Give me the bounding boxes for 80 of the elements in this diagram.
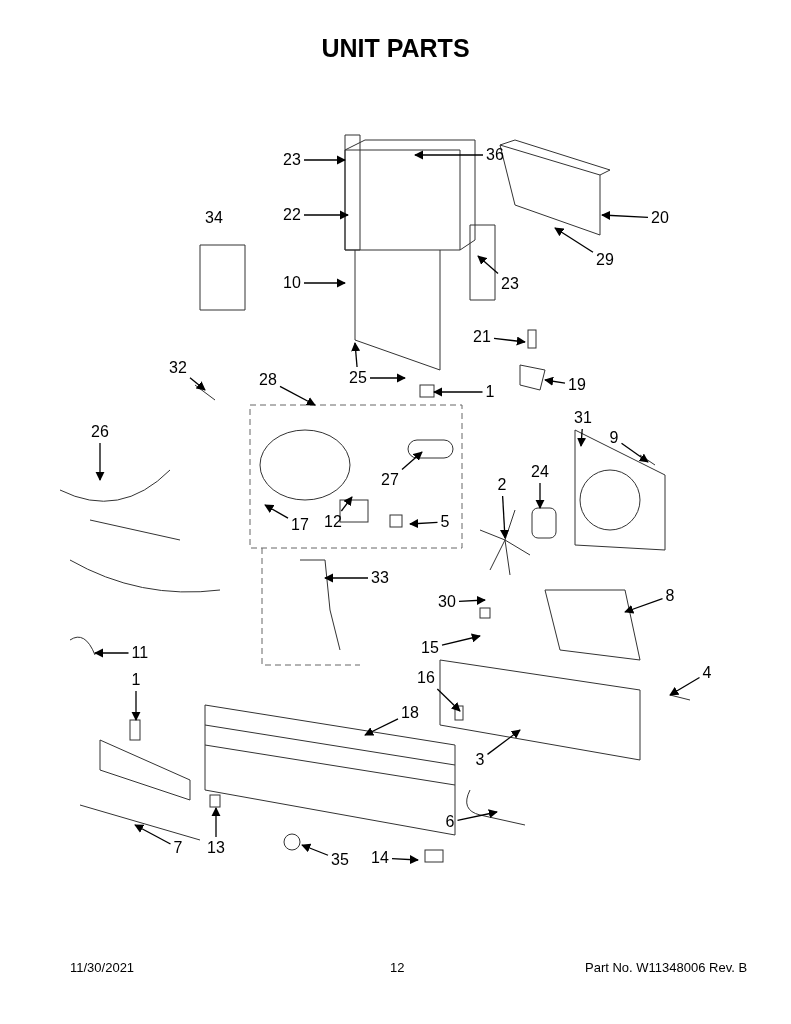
callout-number: 16	[417, 668, 435, 688]
callout-number: 14	[371, 848, 389, 868]
leader-arrow	[500, 495, 510, 539]
leader-arrow	[477, 255, 499, 275]
callout-number: 18	[401, 703, 419, 723]
callout-number: 32	[169, 358, 187, 378]
leader-arrow	[264, 504, 289, 519]
callout-number: 7	[173, 838, 183, 858]
leader-arrow	[669, 676, 701, 696]
callout-number: 9	[609, 428, 619, 448]
callout-number: 33	[371, 568, 389, 588]
leader-arrow	[95, 442, 105, 481]
callout-number: 5	[440, 512, 450, 532]
leader-arrow	[134, 824, 172, 845]
callout-number: 17	[291, 515, 309, 535]
leader-arrow	[211, 807, 221, 838]
callout-number: 29	[596, 250, 614, 270]
leader-arrow	[620, 442, 649, 463]
callout-number: 24	[531, 462, 549, 482]
page-number: 12	[390, 959, 405, 977]
leader-arrow	[279, 385, 316, 406]
leader-arrow	[409, 519, 439, 529]
callout-number: 21	[473, 327, 491, 347]
callout-number: 35	[331, 850, 349, 870]
leader-arrow	[486, 729, 521, 756]
callout-number: 34	[205, 208, 223, 228]
callout-number: 6	[445, 812, 455, 832]
leader-arrow	[131, 690, 141, 721]
callout-number: 1	[131, 670, 141, 690]
leader-arrow	[601, 210, 649, 220]
leader-arrow	[303, 278, 346, 288]
leader-arrow	[369, 373, 406, 383]
callout-number: 8	[665, 586, 675, 606]
callout-number: 31	[574, 408, 592, 428]
callout-number: 10	[283, 273, 301, 293]
callout-number: 19	[568, 375, 586, 395]
callout-number: 23	[501, 274, 519, 294]
callout-number: 22	[283, 205, 301, 225]
leader-arrow	[94, 648, 130, 658]
part-number: Part No. W11348006 Rev. B	[585, 959, 748, 977]
title: UNIT PARTS	[320, 33, 471, 64]
callout-number: 13	[207, 838, 225, 858]
leader-arrow	[441, 633, 481, 646]
leader-arrow	[436, 688, 461, 712]
leader-arrow	[554, 227, 594, 253]
callout-number: 12	[324, 512, 342, 532]
leader-arrow	[351, 342, 361, 368]
callout-number: 25	[349, 368, 367, 388]
leader-arrow	[303, 155, 346, 165]
callout-number: 11	[131, 643, 149, 663]
leader-arrow	[433, 387, 484, 397]
leader-arrow	[401, 451, 423, 471]
leader-arrow	[301, 843, 329, 856]
callout-number: 20	[651, 208, 669, 228]
leader-arrow	[364, 718, 399, 736]
leader-arrow	[324, 573, 369, 583]
leader-arrow	[414, 150, 484, 160]
leader-arrow	[456, 809, 498, 822]
callout-number: 23	[283, 150, 301, 170]
leader-arrow	[624, 598, 664, 614]
leader-arrow	[544, 376, 566, 386]
callout-number: 1	[485, 382, 495, 402]
callout-number: 30	[438, 592, 456, 612]
callout-number: 3	[475, 750, 485, 770]
callout-number: 26	[91, 422, 109, 442]
leader-arrow	[340, 496, 353, 512]
callout-number: 2	[497, 475, 507, 495]
callout-number: 27	[381, 470, 399, 490]
date: 11/30/2021	[70, 959, 135, 977]
leader-arrow	[458, 595, 486, 605]
leader-arrow	[189, 377, 206, 391]
leader-arrow	[577, 428, 587, 447]
callout-number: 28	[259, 370, 277, 390]
leader-arrow	[303, 210, 349, 220]
leader-arrow	[535, 482, 545, 509]
callout-number: 4	[702, 663, 712, 683]
leader-arrow	[493, 336, 526, 346]
leader-arrow	[391, 855, 419, 865]
callout-number: 15	[421, 638, 439, 658]
callout-number: 36	[486, 145, 504, 165]
